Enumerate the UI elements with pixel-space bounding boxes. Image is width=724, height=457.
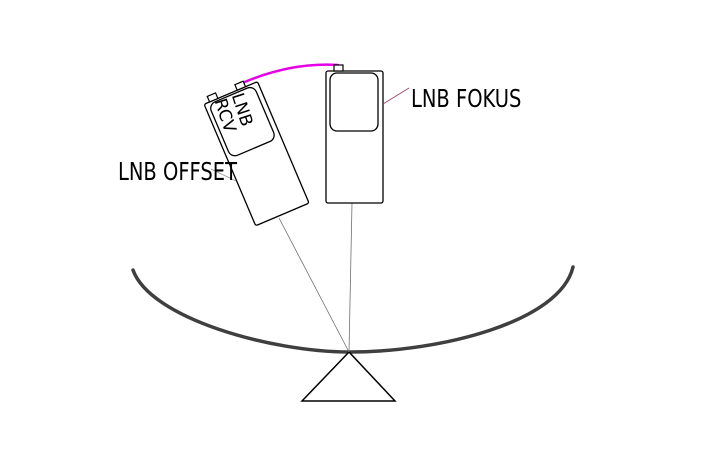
lnb-offset-connector-left: [206, 92, 219, 103]
lnb-fokus: [325, 64, 384, 204]
lnb-offset-window: [210, 86, 275, 157]
dish-mount-triangle: [300, 350, 397, 402]
dish-reflector: [131, 265, 575, 354]
leader-line-fokus: [382, 87, 410, 105]
lnb-offset: [204, 80, 310, 226]
leader-line-offset: [210, 168, 237, 182]
ray-to-fokus: [348, 202, 353, 353]
lnb-fokus-connector: [333, 64, 344, 72]
label-lnb-offset: LNB OFFSET: [118, 158, 237, 187]
lnb-fokus-window: [329, 72, 379, 132]
lnb-offset-connector-right: [234, 80, 247, 91]
lnb-connecting-cable: [238, 63, 340, 86]
lnb-offset-inner-text: LNB RCV: [210, 91, 257, 136]
label-lnb-fokus: LNB FOKUS: [411, 85, 521, 114]
ray-to-offset: [278, 217, 350, 353]
